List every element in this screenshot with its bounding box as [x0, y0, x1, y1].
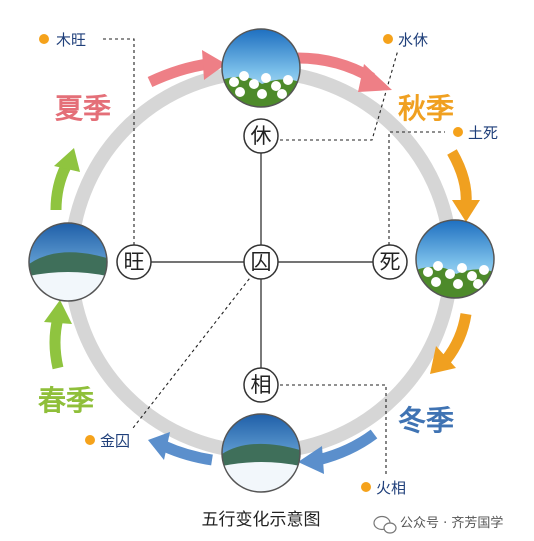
- arrow-summer-to-autumn: [297, 52, 392, 92]
- state-label-left: 旺: [124, 250, 145, 274]
- state-label-bottom: 相: [251, 373, 272, 397]
- state-node-top: 休: [243, 118, 279, 154]
- wechat-icon: [373, 515, 397, 534]
- element-label-fire: 火相: [361, 479, 406, 497]
- season-label-winter: 冬季: [398, 404, 454, 437]
- dashed-leaders: [103, 38, 445, 475]
- state-node-left: 旺: [116, 244, 152, 280]
- state-node-right: 死: [372, 244, 408, 280]
- state-node-center: 囚: [243, 244, 279, 280]
- season-label-autumn: 秋季: [398, 92, 454, 125]
- svg-text:火相: 火相: [376, 479, 406, 497]
- season-label-summer: 夏季: [55, 92, 111, 125]
- svg-text:土死: 土死: [468, 124, 498, 142]
- photo-autumn-blossom: [416, 220, 494, 298]
- watermark-text: 公众号 · 齐芳国学: [400, 515, 503, 531]
- state-label-top: 休: [251, 124, 272, 148]
- element-label-earth: 土死: [453, 124, 498, 142]
- state-label-right: 死: [380, 250, 401, 274]
- photo-summer-blossom: [222, 29, 300, 107]
- arrow-spring-up: [44, 148, 80, 370]
- photo-winter-snow: [222, 414, 300, 492]
- svg-text:金囚: 金囚: [100, 432, 130, 450]
- state-label-center: 囚: [251, 250, 272, 274]
- state-node-bottom: 相: [243, 367, 279, 403]
- element-label-wood: 木旺: [39, 31, 86, 49]
- diagram-caption: 五行变化示意图: [202, 510, 321, 530]
- svg-text:木旺: 木旺: [56, 31, 86, 49]
- arrow-autumn-to-winter: [430, 149, 480, 374]
- season-label-spring: 春季: [38, 384, 94, 417]
- element-label-water: 水休: [383, 31, 428, 49]
- element-label-metal: 金囚: [85, 432, 130, 450]
- arrow-spring-to-summer-top: [147, 50, 226, 87]
- svg-text:水休: 水休: [398, 31, 428, 49]
- arrow-winter-to-spring: [148, 429, 378, 474]
- photo-spring-snow: [29, 223, 107, 301]
- watermark: 公众号 · 齐芳国学: [373, 515, 503, 534]
